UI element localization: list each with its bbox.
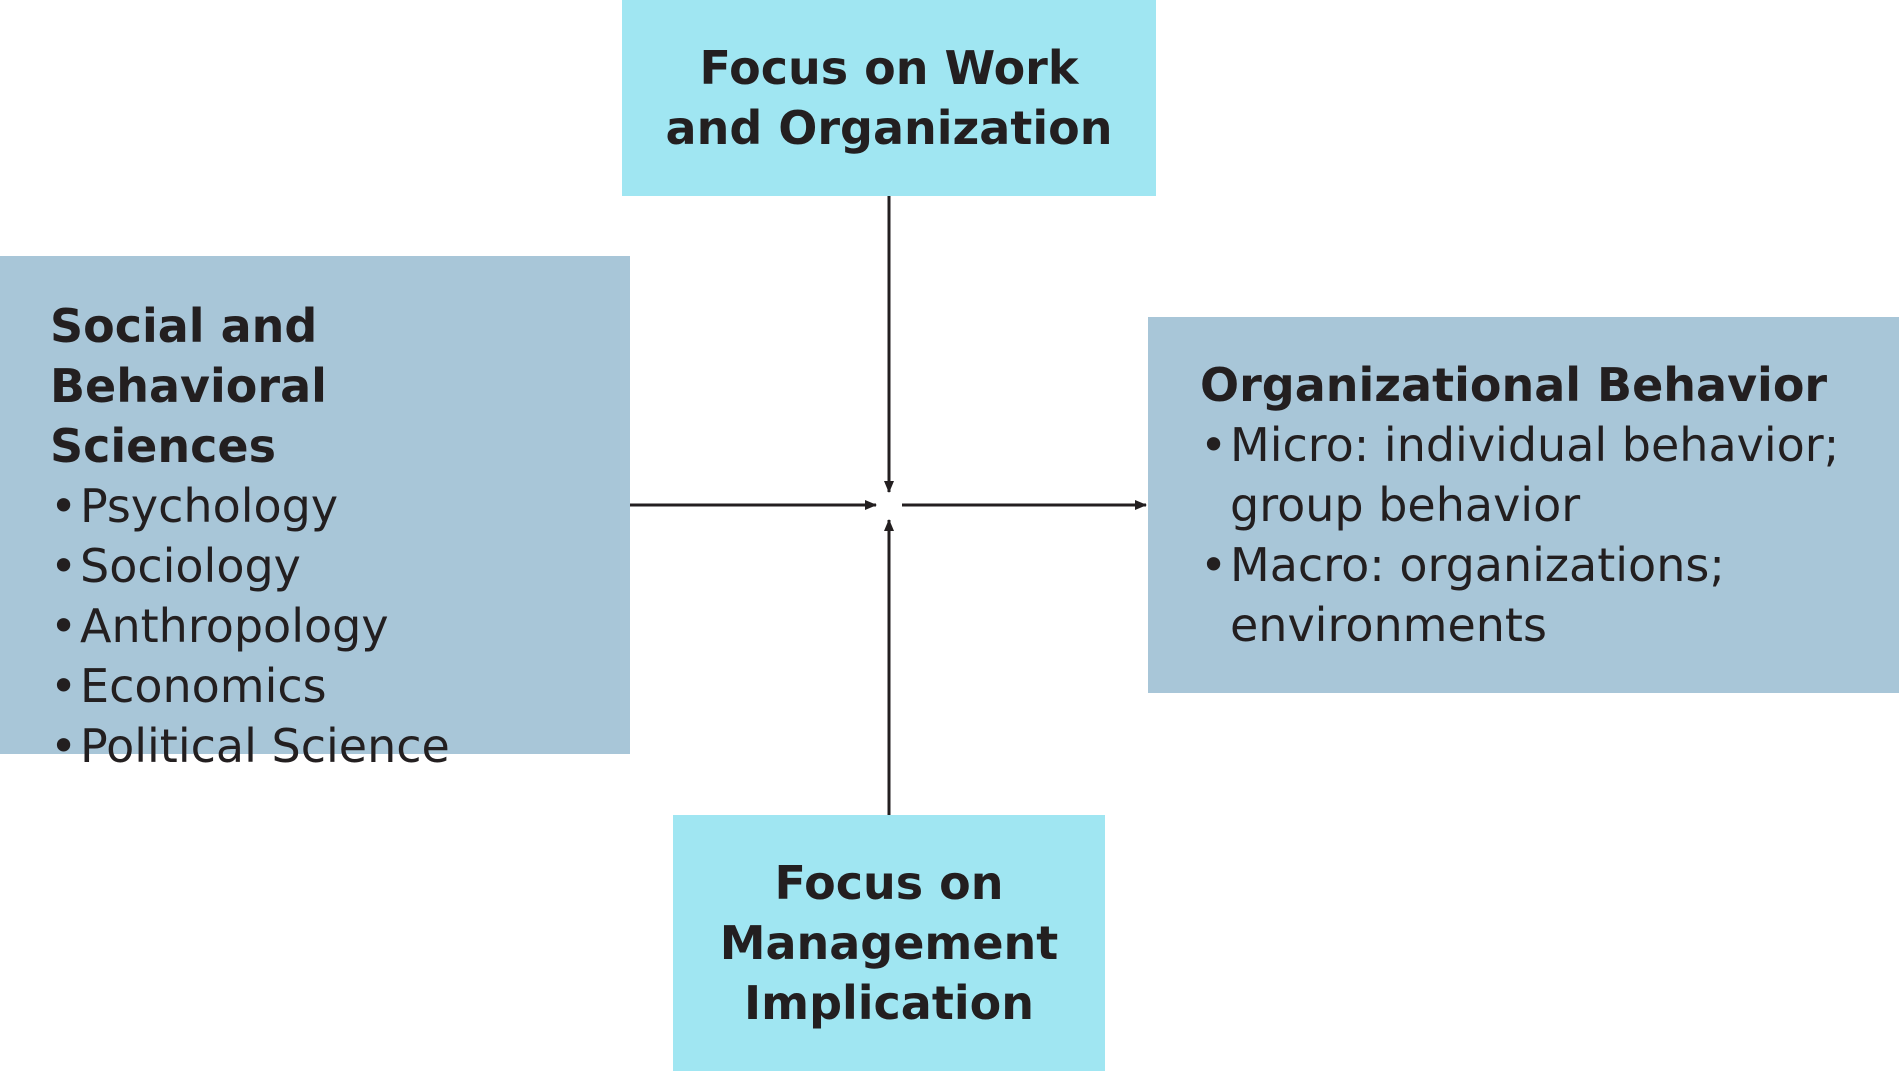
list-item-label: Micro: individual behavior; group behavi… xyxy=(1230,418,1840,532)
list-item-label: Anthropology xyxy=(80,599,389,653)
bullet-icon: • xyxy=(1200,538,1228,592)
list-item: •Macro: organizations; environments xyxy=(1200,535,1879,655)
list-item: •Psychology xyxy=(50,476,610,536)
focus-work-organization-title: Focus on Work and Organization xyxy=(666,38,1113,158)
title-line: Social and Behavioral xyxy=(50,299,327,413)
organizational-behavior-title: Organizational Behavior xyxy=(1200,358,1828,412)
list-item-label: Psychology xyxy=(80,479,339,533)
list-item: •Sociology xyxy=(50,536,610,596)
social-behavioral-sciences-box: Social and Behavioral Sciences •Psycholo… xyxy=(0,256,630,773)
focus-management-implication-box: Focus on Management Implication xyxy=(673,815,1105,1071)
list-item: •Anthropology xyxy=(50,596,610,656)
list-item: •Micro: individual behavior; group behav… xyxy=(1200,415,1879,535)
list-item-label: Sociology xyxy=(80,539,301,593)
focus-management-implication-title: Focus on Management Implication xyxy=(720,853,1059,1033)
bullet-icon: • xyxy=(50,659,78,713)
bullet-icon: • xyxy=(1200,418,1228,472)
social-behavioral-sciences-title: Social and Behavioral Sciences xyxy=(50,296,610,476)
bullet-icon: • xyxy=(50,539,78,593)
list-item-label: Economics xyxy=(80,659,327,713)
title-line: and Organization xyxy=(665,101,1113,155)
title-line: Focus on Work xyxy=(699,41,1079,95)
bullet-icon: • xyxy=(50,479,78,533)
title-line: Implication xyxy=(744,976,1034,1030)
list-item: •Economics xyxy=(50,656,610,716)
title-line: Focus on xyxy=(774,856,1004,910)
organizational-behavior-box: Organizational Behavior •Micro: individu… xyxy=(1148,317,1899,693)
bullet-icon: • xyxy=(50,599,78,653)
list-item: •Political Science xyxy=(50,716,610,776)
list-item-label: Macro: organizations; environments xyxy=(1230,538,1725,652)
disciplines-list: •Psychology •Sociology •Anthropology •Ec… xyxy=(50,476,610,776)
behavior-levels-list: •Micro: individual behavior; group behav… xyxy=(1200,415,1879,655)
bullet-icon: • xyxy=(50,719,78,773)
list-item-label: Political Science xyxy=(80,719,450,773)
title-line: Management xyxy=(719,916,1059,970)
title-line: Sciences xyxy=(50,419,276,473)
focus-work-organization-box: Focus on Work and Organization xyxy=(622,0,1156,196)
